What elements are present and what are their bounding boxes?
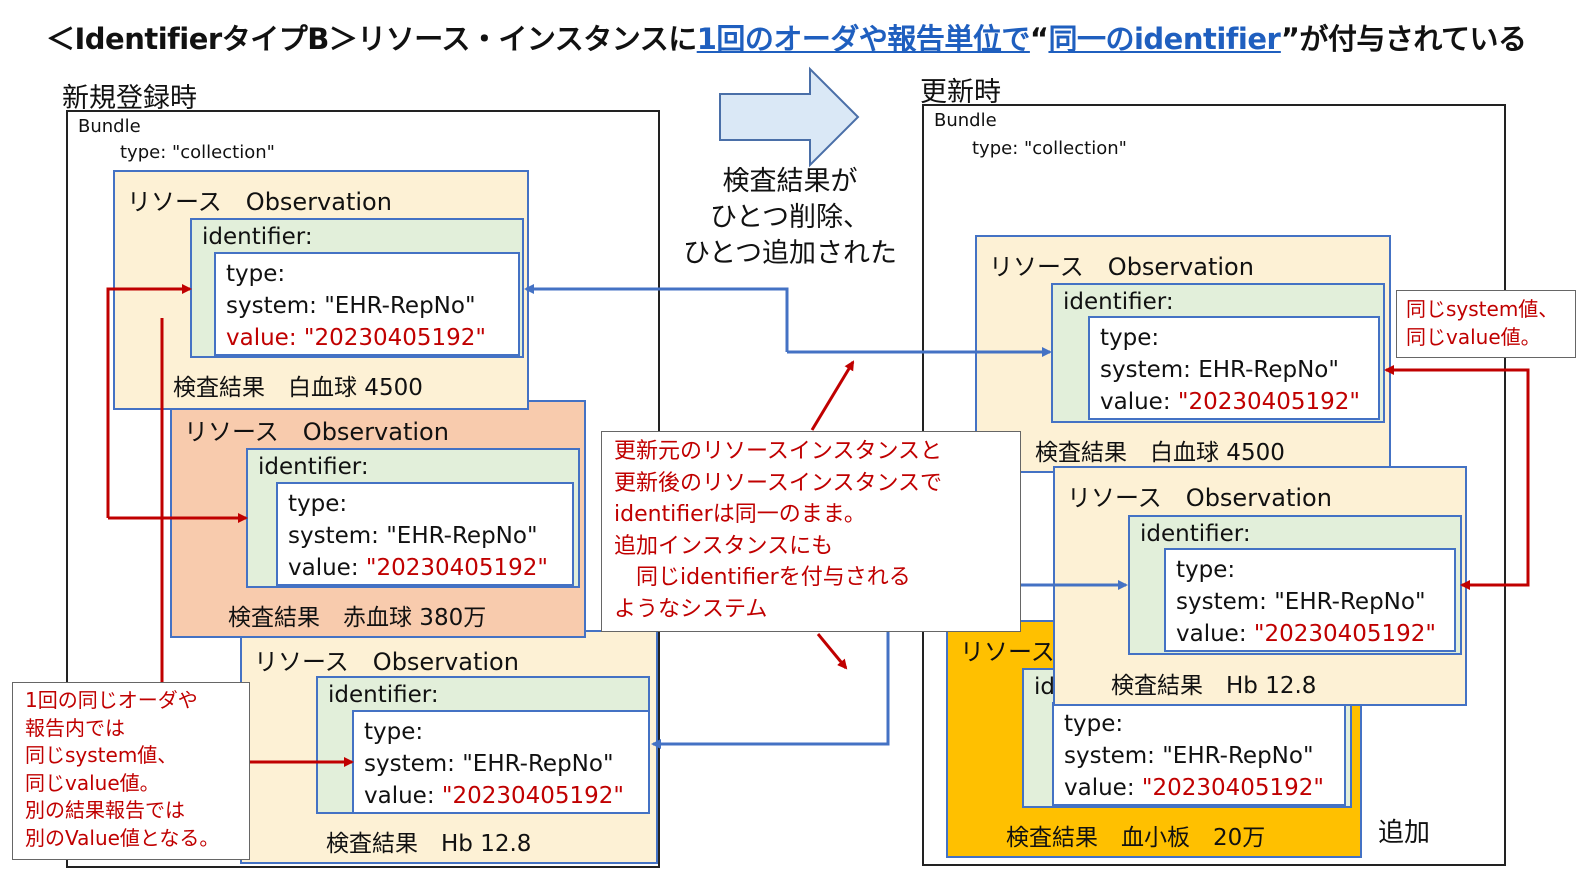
title-prefix: ＜IdentifierタイプB＞リソース・インスタンスに (46, 22, 697, 56)
left-obs2-system: system: "EHR-RepNo" (288, 523, 538, 549)
left-obs1-title: リソース Observation (127, 188, 392, 216)
left-obs2-title: リソース Observation (184, 418, 449, 446)
title-underline-same-identifier: 同一のidentifier (1048, 22, 1281, 56)
left-obs1-type: type: (226, 261, 286, 287)
red-arrow-up (810, 360, 855, 431)
left-obs3-title: リソース Observation (254, 648, 519, 676)
middle-note-line: 更新元のリソースインスタンスと (614, 439, 943, 464)
added-label: 追加 (1378, 818, 1431, 848)
page-title: ＜IdentifierタイプB＞リソース・インスタンスに1回のオーダや報告単位で… (46, 16, 1527, 58)
left-note-line: 報告内では (25, 715, 125, 740)
right-obs3-type: type: (1064, 711, 1124, 737)
right-obs1-title: リソース Observation (989, 253, 1254, 281)
right-obs1-identifier-label: identifier: (1063, 289, 1174, 315)
left-note-line: 同じvalue値。 (25, 770, 160, 795)
right-obs2-identifier-values: type: system: "EHR-RepNo" value: "202304… (1164, 548, 1456, 652)
left-obs3-footer: 検査結果 Hb 12.8 (326, 831, 532, 857)
left-section-label: 新規登録時 (62, 83, 197, 114)
middle-note-line: ようなシステム (614, 596, 768, 622)
left-obs3-identifier-values: type: system: "EHR-RepNo" value: "202304… (352, 710, 650, 814)
right-obs2-footer: 検査結果 Hb 12.8 (1111, 673, 1317, 699)
left-obs2-footer: 検査結果 赤血球 380万 (228, 605, 487, 631)
change-description-line: ひとつ削除、 (709, 202, 871, 233)
right-obs2-identifier-label: identifier: (1140, 521, 1251, 547)
left-note: 1回の同じオーダや 報告内では 同じsystem値、 同じvalue値。 別の結… (12, 682, 250, 860)
left-obs3-value: value: "20230405192" (364, 783, 625, 809)
right-bundle-type: type: "collection" (972, 138, 1127, 159)
right-obs2-system: system: "EHR-RepNo" (1176, 589, 1426, 615)
middle-note-line: 追加インスタンスにも (614, 533, 834, 559)
left-obs1-identifier-label: identifier: (202, 224, 313, 250)
left-obs2-identifier-label: identifier: (258, 454, 369, 480)
middle-note-line: 更新後のリソースインスタンスで (614, 470, 943, 496)
change-description: 検査結果が ひとつ削除、 ひとつ追加された (660, 164, 920, 272)
middle-note: 更新元のリソースインスタンスと 更新後のリソースインスタンスで identifi… (601, 431, 1021, 632)
title-suffix: ”が付与されている (1280, 22, 1527, 56)
left-note-line: 別のValue値となる。 (25, 825, 220, 850)
right-obs1-type: type: (1100, 325, 1160, 351)
right-note: 同じsystem値、 同じvalue値。 (1396, 290, 1576, 358)
left-note-line: 別の結果報告では (25, 798, 185, 822)
change-description-line: 検査結果が (722, 166, 858, 197)
right-obs3-title: リソース (960, 638, 1055, 666)
right-obs1-footer: 検査結果 白血球 4500 (1035, 440, 1285, 466)
right-section-label: 更新時 (920, 77, 1001, 108)
left-obs2-value: value: "20230405192" (288, 555, 549, 581)
left-obs3-identifier-label: identifier: (328, 682, 439, 708)
left-obs1-value: value: "20230405192" (226, 325, 487, 351)
right-obs1-identifier-values: type: system: EHR-RepNo" value: "2023040… (1088, 316, 1380, 420)
transition-arrow-icon (719, 66, 860, 168)
left-note-line: 1回の同じオーダや (25, 688, 198, 712)
left-obs2-type: type: (288, 491, 348, 517)
left-bundle-label: Bundle (78, 116, 141, 137)
right-obs3-value: value: "20230405192" (1064, 775, 1325, 801)
middle-note-line: 同じidentifierを付与される (614, 565, 911, 590)
change-description-line: ひとつ追加された (682, 238, 898, 269)
right-obs3-identifier-values: type: system: "EHR-RepNo" value: "202304… (1052, 702, 1346, 806)
red-bracket-top (106, 284, 192, 518)
red-right-bracket-top (1384, 365, 1530, 488)
blue-link-hb-to-left (651, 632, 890, 749)
left-obs2-identifier-values: type: system: "EHR-RepNo" value: "202304… (276, 482, 574, 586)
right-note-line: 同じsystem値、 (1406, 297, 1559, 321)
left-obs1-identifier-values: type: system: "EHR-RepNo" value: "202304… (214, 252, 520, 356)
right-obs3-system: system: "EHR-RepNo" (1064, 743, 1314, 769)
left-obs1-footer: 検査結果 白血球 4500 (173, 375, 423, 401)
left-obs3-system: system: "EHR-RepNo" (364, 751, 614, 777)
left-obs1-system: system: "EHR-RepNo" (226, 293, 476, 319)
middle-note-line: identifierは同一のまま。 (614, 502, 866, 527)
left-note-line: 同じsystem値、 (25, 743, 178, 767)
right-obs1-system: system: EHR-RepNo" (1100, 357, 1339, 383)
right-obs2-type: type: (1176, 557, 1236, 583)
red-right-bracket-bottom (1460, 488, 1530, 590)
right-obs3-identifier-label: id (1034, 674, 1055, 700)
right-obs2-title: リソース Observation (1067, 484, 1332, 512)
right-bundle-label: Bundle (934, 110, 997, 131)
right-obs3-footer: 検査結果 血小板 20万 (1006, 825, 1266, 851)
left-bundle-type: type: "collection" (120, 142, 275, 163)
red-arrow-down (816, 633, 848, 670)
left-obs3-type: type: (364, 719, 424, 745)
blue-link-obs1-to-left (524, 284, 789, 352)
title-quote-open: “ (1029, 22, 1049, 56)
right-note-line: 同じvalue値。 (1406, 325, 1541, 349)
right-obs1-value: value: "20230405192" (1100, 389, 1361, 415)
right-obs2-value: value: "20230405192" (1176, 621, 1437, 647)
title-underline-order-unit: 1回のオーダや報告単位で (696, 22, 1031, 56)
